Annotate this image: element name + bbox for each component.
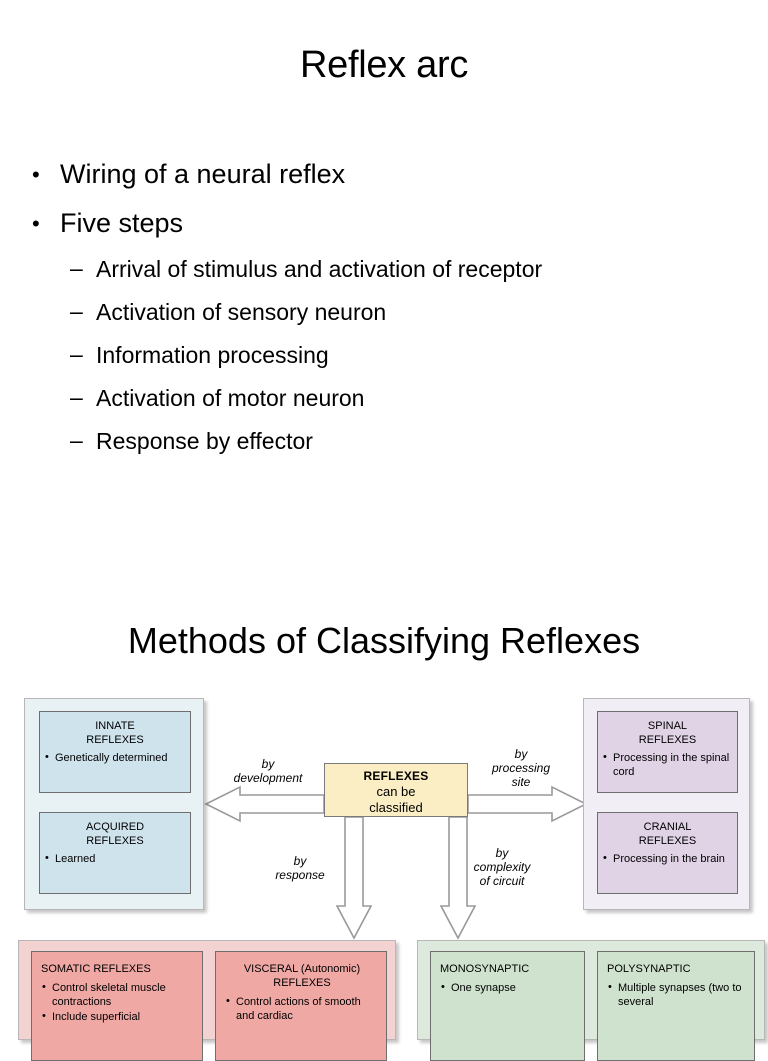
bullet-marker: • xyxy=(32,162,40,187)
box-items: Control skeletal muscle contractions Inc… xyxy=(41,980,195,1024)
list-item-label: Five steps xyxy=(60,208,184,238)
box-items: Multiple synapses (two to several xyxy=(607,980,747,1009)
box-heading: CRANIAL REFLEXES xyxy=(638,821,697,847)
box-items: Processing in the brain xyxy=(602,851,733,866)
bullet-list: • Wiring of a neural reflex • Five steps… xyxy=(26,150,726,463)
box-items: Genetically determined xyxy=(44,750,186,765)
box-acquired-reflexes: ACQUIRED REFLEXES Learned xyxy=(39,812,191,894)
group-processing-site: SPINAL REFLEXES Processing in the spinal… xyxy=(583,698,750,910)
arrow-label-development: by development xyxy=(233,757,303,785)
arrow-left xyxy=(204,785,325,823)
center-heading: REFLEXES xyxy=(363,769,429,783)
list-item: Genetically determined xyxy=(44,750,186,765)
box-somatic-reflexes: SOMATIC REFLEXES Control skeletal muscle… xyxy=(31,951,203,1061)
box-reflexes-center: REFLEXES can be classified xyxy=(324,763,468,817)
list-item-label: Wiring of a neural reflex xyxy=(60,159,346,189)
list-item: Include superficial xyxy=(41,1009,195,1024)
box-cranial-reflexes: CRANIAL REFLEXES Processing in the brain xyxy=(597,812,738,894)
box-items: Processing in the spinal cord xyxy=(602,750,733,779)
arrow-right xyxy=(467,785,588,823)
box-polysynaptic: POLYSYNAPTIC Multiple synapses (two to s… xyxy=(597,951,755,1061)
box-heading: SPINAL REFLEXES xyxy=(638,720,697,746)
dash-marker: – xyxy=(70,255,83,281)
list-item: – Information processing xyxy=(26,334,726,377)
list-item: – Response by effector xyxy=(26,420,726,463)
center-line-3: classified xyxy=(369,800,423,815)
list-item-label: Activation of motor neuron xyxy=(96,385,365,411)
group-response: SOMATIC REFLEXES Control skeletal muscle… xyxy=(18,940,396,1061)
box-heading: INNATE REFLEXES xyxy=(86,720,144,746)
list-item: Multiple synapses (two to several xyxy=(607,980,747,1009)
list-item-label: Activation of sensory neuron xyxy=(96,299,387,325)
list-item-label: Information processing xyxy=(96,342,329,368)
list-item: Control skeletal muscle contractions xyxy=(41,980,195,1009)
list-item: – Activation of motor neuron xyxy=(26,377,726,420)
arrow-label-processing-site: by processing site xyxy=(491,747,551,789)
list-item: • Five steps xyxy=(26,199,726,248)
section-title: Methods of Classifying Reflexes xyxy=(127,620,641,661)
list-item: • Wiring of a neural reflex xyxy=(26,150,726,199)
box-spinal-reflexes: SPINAL REFLEXES Processing in the spinal… xyxy=(597,711,738,793)
list-item: Processing in the spinal cord xyxy=(602,750,733,779)
list-item: – Activation of sensory neuron xyxy=(26,291,726,334)
box-items: One synapse xyxy=(440,980,577,995)
dash-marker: – xyxy=(70,298,83,324)
arrow-label-complexity: by complexity of circuit xyxy=(473,846,531,888)
box-heading: VISCERAL (Autonomic) REFLEXES xyxy=(243,963,361,989)
dash-marker: – xyxy=(70,427,83,453)
list-item: One synapse xyxy=(440,980,577,995)
box-items: Control actions of smooth and cardiac xyxy=(225,994,379,1023)
list-item: – Arrival of stimulus and activation of … xyxy=(26,248,726,291)
box-heading: MONOSYNAPTIC xyxy=(440,963,530,975)
dash-marker: – xyxy=(70,341,83,367)
box-items: Learned xyxy=(44,851,186,866)
box-heading: POLYSYNAPTIC xyxy=(607,963,691,975)
classification-diagram: INNATE REFLEXES Genetically determined A… xyxy=(0,694,768,1061)
dash-marker: – xyxy=(70,384,83,410)
list-item: Control actions of smooth and cardiac xyxy=(225,994,379,1023)
group-complexity: MONOSYNAPTIC One synapse POLYSYNAPTIC Mu… xyxy=(417,940,765,1061)
list-item-label: Response by effector xyxy=(96,428,313,454)
box-monosynaptic: MONOSYNAPTIC One synapse xyxy=(430,951,585,1061)
group-development: INNATE REFLEXES Genetically determined A… xyxy=(24,698,204,910)
box-visceral-reflexes: VISCERAL (Autonomic) REFLEXES Control ac… xyxy=(215,951,387,1061)
box-heading: SOMATIC REFLEXES xyxy=(41,963,151,975)
box-heading: ACQUIRED REFLEXES xyxy=(85,821,145,847)
list-item-label: Arrival of stimulus and activation of re… xyxy=(96,256,543,282)
center-line-2: can be xyxy=(376,784,416,799)
box-innate-reflexes: INNATE REFLEXES Genetically determined xyxy=(39,711,191,793)
page-title: Reflex arc xyxy=(299,44,469,86)
bullet-marker: • xyxy=(32,211,40,236)
list-item: Processing in the brain xyxy=(602,851,733,866)
list-item: Learned xyxy=(44,851,186,866)
arrow-label-response: by response xyxy=(275,854,325,882)
